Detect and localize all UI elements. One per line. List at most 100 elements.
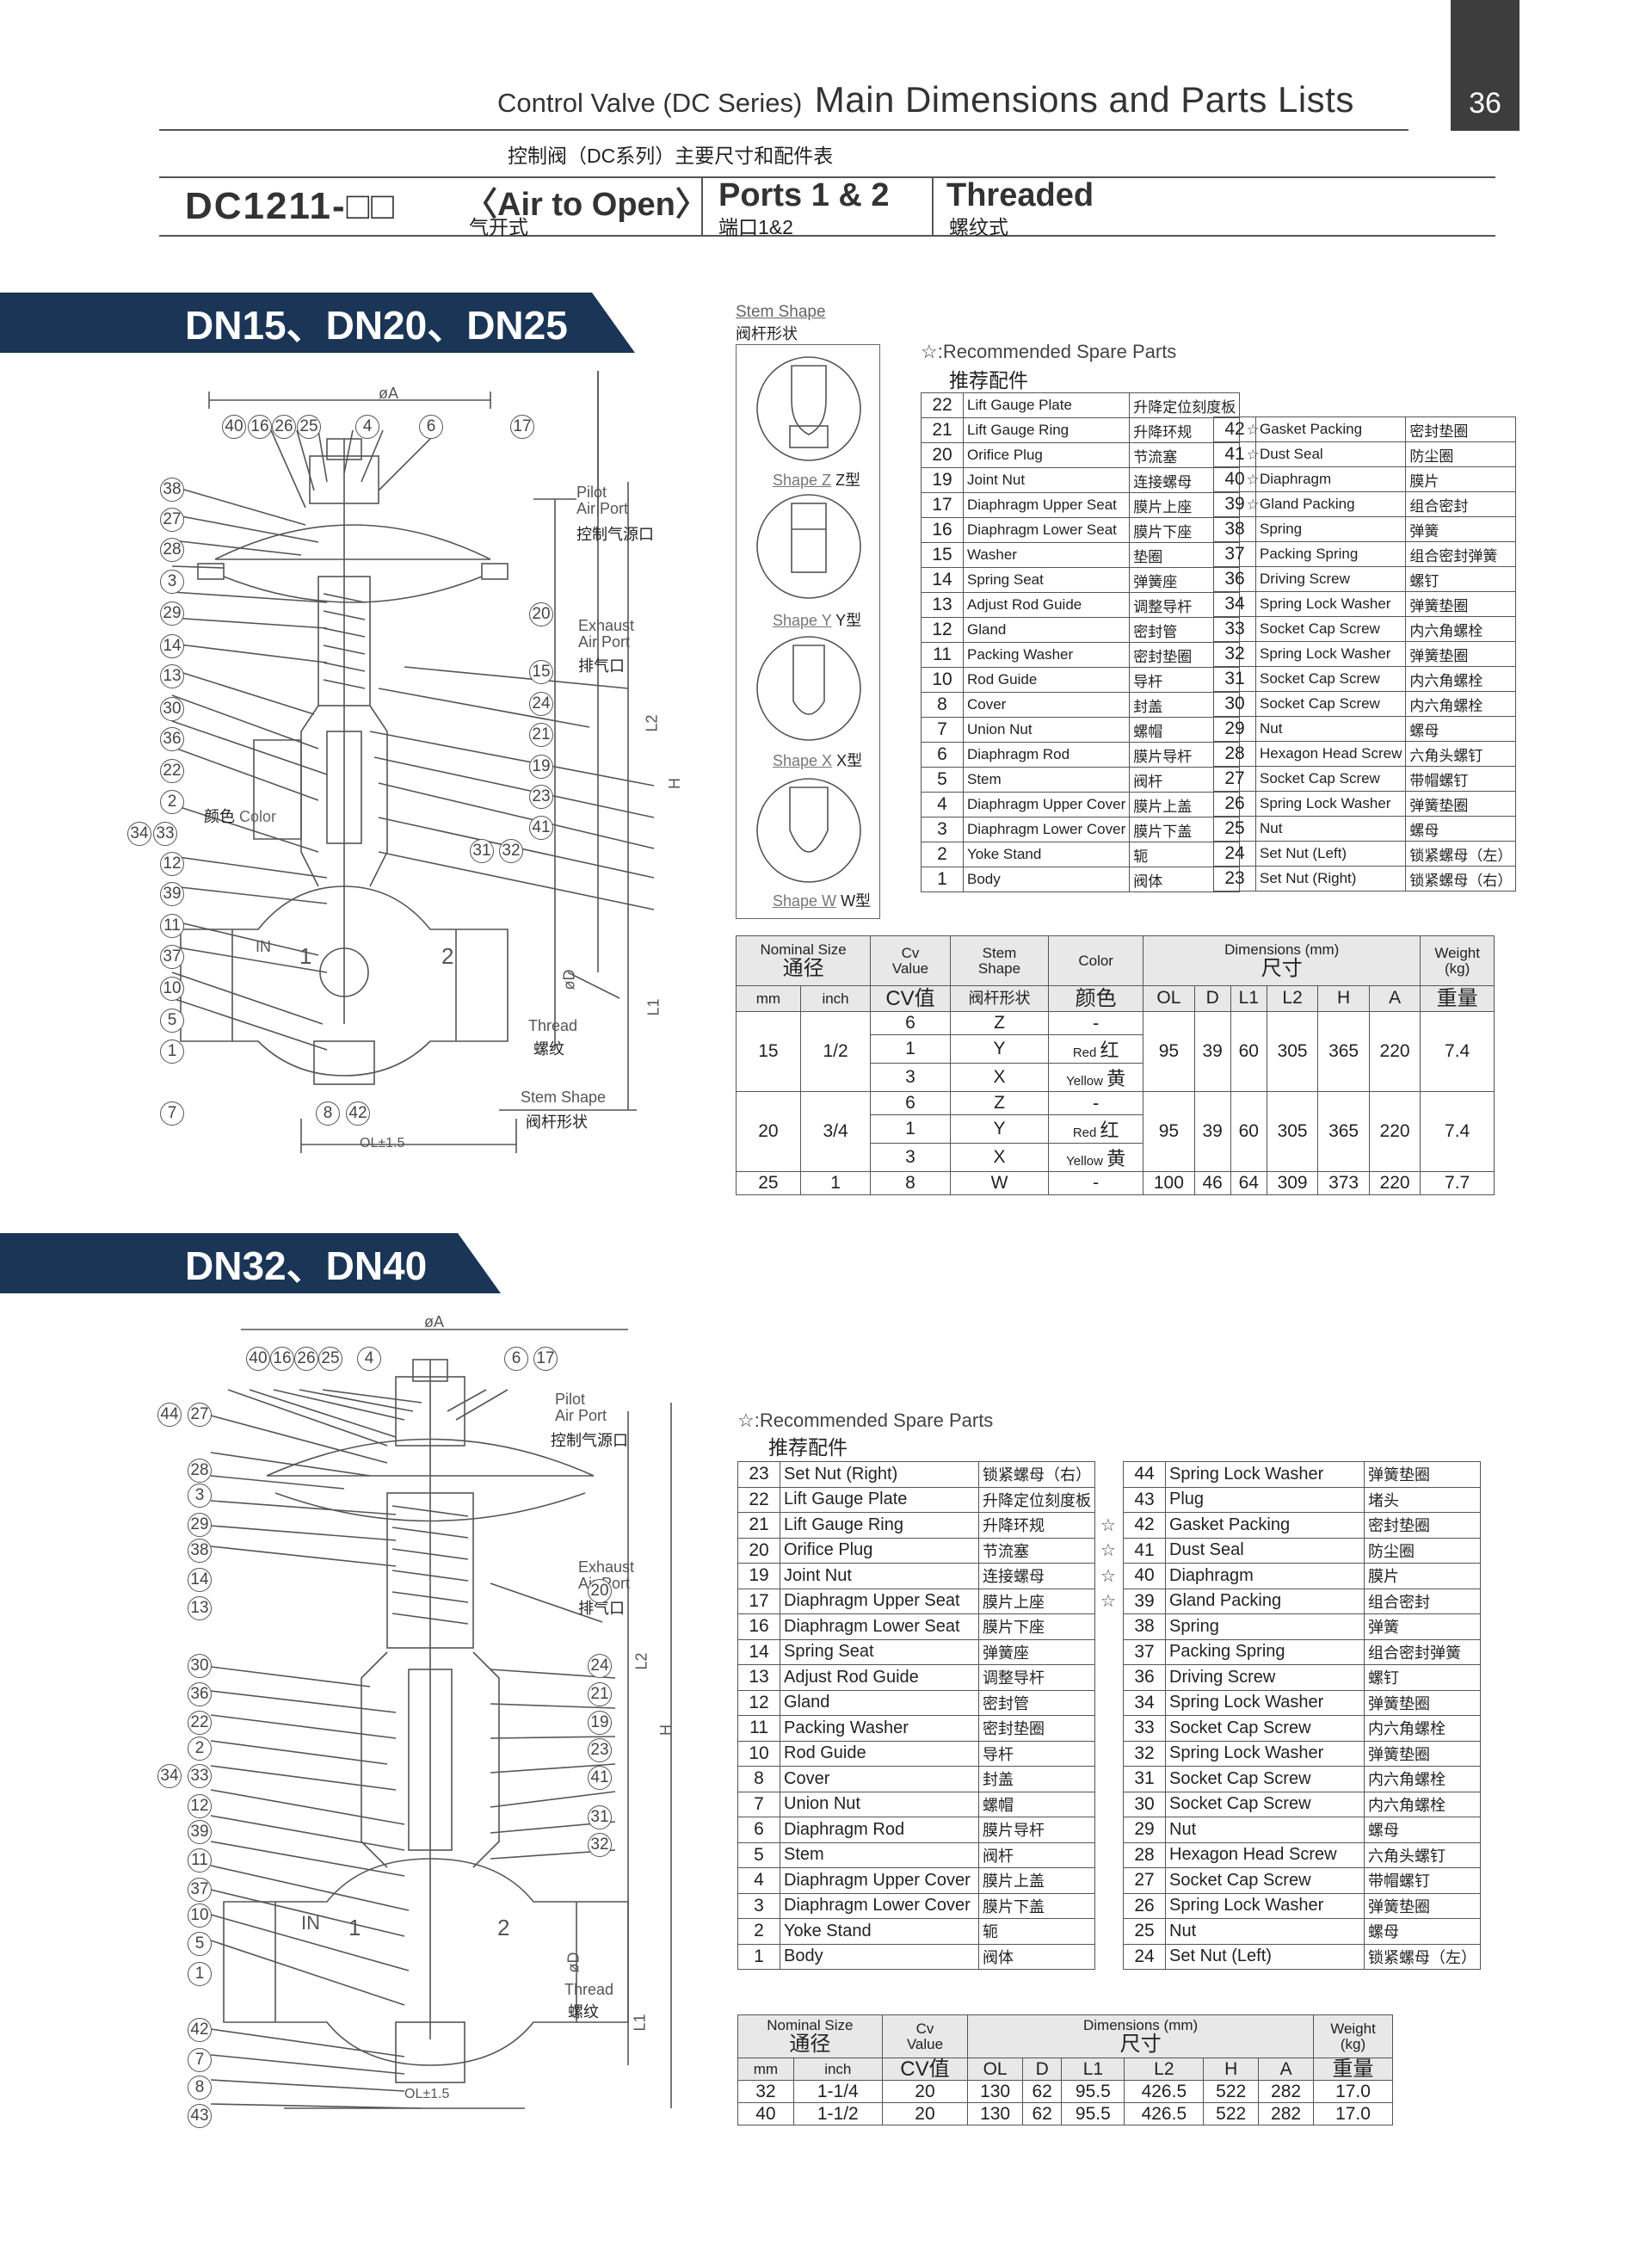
part-number: 2: [737, 1918, 780, 1945]
dims2-w: 17.0: [1313, 2080, 1393, 2104]
dims-weight-cn: 重量: [1420, 985, 1495, 1012]
part-name-en: Socket Cap Screw: [1165, 1867, 1365, 1894]
valve-drawing-dn32: [210, 1329, 672, 2109]
dims-h: 365: [1317, 1011, 1370, 1092]
dims-col-d: D: [1193, 985, 1231, 1012]
dims-a: 220: [1368, 1011, 1421, 1092]
dims2-weight-cn: 重量: [1313, 2057, 1393, 2082]
dims-inch: 3/4: [799, 1091, 872, 1172]
dims-w: 7.4: [1420, 1091, 1495, 1172]
part-number: 12: [921, 617, 964, 643]
dims-stem-cn: 阀杆形状: [949, 985, 1050, 1012]
dim-L2-2: L2: [632, 1652, 650, 1670]
dims-l1: 60: [1230, 1091, 1267, 1172]
part-name-cn: 组合密封: [1405, 491, 1517, 517]
dims2-ol: 130: [967, 2102, 1024, 2126]
part-callout: 1: [160, 1040, 184, 1064]
shape-z-en: Shape Z: [773, 472, 832, 489]
model-divider-2: [932, 178, 934, 235]
part-callout: 30: [160, 697, 184, 721]
part-callout: 33: [153, 822, 177, 846]
dims-color: -: [1048, 1011, 1144, 1035]
color-cn: 红: [1100, 1120, 1119, 1141]
exhaust-en-1: Exhaust: [578, 617, 635, 634]
spare-star: ☆: [1100, 1592, 1116, 1612]
part-callout: 40: [246, 1347, 270, 1371]
spare-star: [1095, 1817, 1122, 1843]
part-number: 24: [1213, 841, 1256, 867]
shape-w-en: Shape W: [773, 892, 837, 910]
part-number: 13: [737, 1664, 780, 1691]
spare-star: [1095, 1868, 1122, 1894]
part-name-cn: 膜片下座: [978, 1613, 1095, 1640]
part-callout: 39: [188, 1820, 212, 1844]
part-name-en: Hexagon Head Screw: [1254, 741, 1407, 767]
part-name-en: Set Nut (Left): [1165, 1943, 1365, 1970]
part-callout: 7: [160, 1101, 184, 1126]
spare-star: [1095, 1741, 1122, 1767]
model-bottom-rule: [159, 235, 1495, 237]
part-name-cn: 内六角螺栓: [1364, 1715, 1481, 1742]
part-callout: 19: [529, 755, 553, 779]
part-name-en: Body: [780, 1943, 979, 1970]
part-number: 14: [921, 567, 964, 593]
model-ports: Ports 1 & 2: [718, 177, 890, 213]
part-number: 42: [1123, 1512, 1166, 1539]
dims2-col-l2: L2: [1124, 2057, 1205, 2082]
dims-mm-head: mm: [736, 985, 801, 1012]
part-callout: 36: [160, 727, 184, 751]
part-name-en: Dust Seal: [1254, 441, 1407, 467]
part-name-en: Cover: [780, 1766, 979, 1792]
exhaust-en-2: Air Port: [578, 632, 631, 651]
part-callout: 33: [188, 1764, 212, 1788]
dims-inch: 1: [799, 1171, 872, 1195]
part-number: 2: [921, 842, 964, 867]
spare-title-cn-2: 推荐配件: [768, 1436, 848, 1459]
dims2-h: 522: [1203, 2080, 1260, 2104]
dims-color: Yellow 黄: [1048, 1143, 1144, 1172]
part-name-cn: 调整导杆: [978, 1664, 1095, 1691]
dims-cv: 8: [870, 1171, 951, 1195]
part-number: 21: [737, 1512, 780, 1539]
part-number: 38: [1213, 516, 1256, 542]
spare-star: [1095, 1792, 1122, 1817]
dims2-ol: 130: [967, 2080, 1024, 2104]
page-number-tab: 36: [1451, 0, 1519, 131]
part-callout: 26: [272, 415, 296, 439]
part-number: 6: [921, 742, 964, 768]
part-name-cn: 弹簧垫圈: [1364, 1689, 1481, 1716]
part-name-cn: 连接螺母: [978, 1563, 1095, 1589]
part-name-cn: 螺母: [1405, 816, 1517, 842]
part-callout: 22: [160, 759, 184, 783]
dims-l2: 309: [1266, 1171, 1319, 1195]
dims-stem-shape: X: [949, 1143, 1050, 1172]
stem-shape-title: Stem Shape 阀杆形状: [736, 303, 826, 344]
part-callout: 28: [160, 538, 184, 562]
part-name-cn: 膜片: [1405, 466, 1517, 492]
part-name-en: Nut: [1254, 816, 1407, 842]
dims-color-cn: 颜色: [1048, 985, 1144, 1012]
part-callout: 6: [419, 415, 443, 439]
model-mode: 〈Air to Open〉: [465, 187, 708, 223]
dim-L1-2: L1: [631, 2014, 649, 2032]
part-number: 33: [1213, 616, 1256, 642]
dims-dimension-head: Dimensions (mm)尺寸: [1143, 935, 1421, 986]
shape-x-label: Shape X X型: [773, 749, 862, 771]
dims-stem-shape: X: [949, 1063, 1050, 1092]
